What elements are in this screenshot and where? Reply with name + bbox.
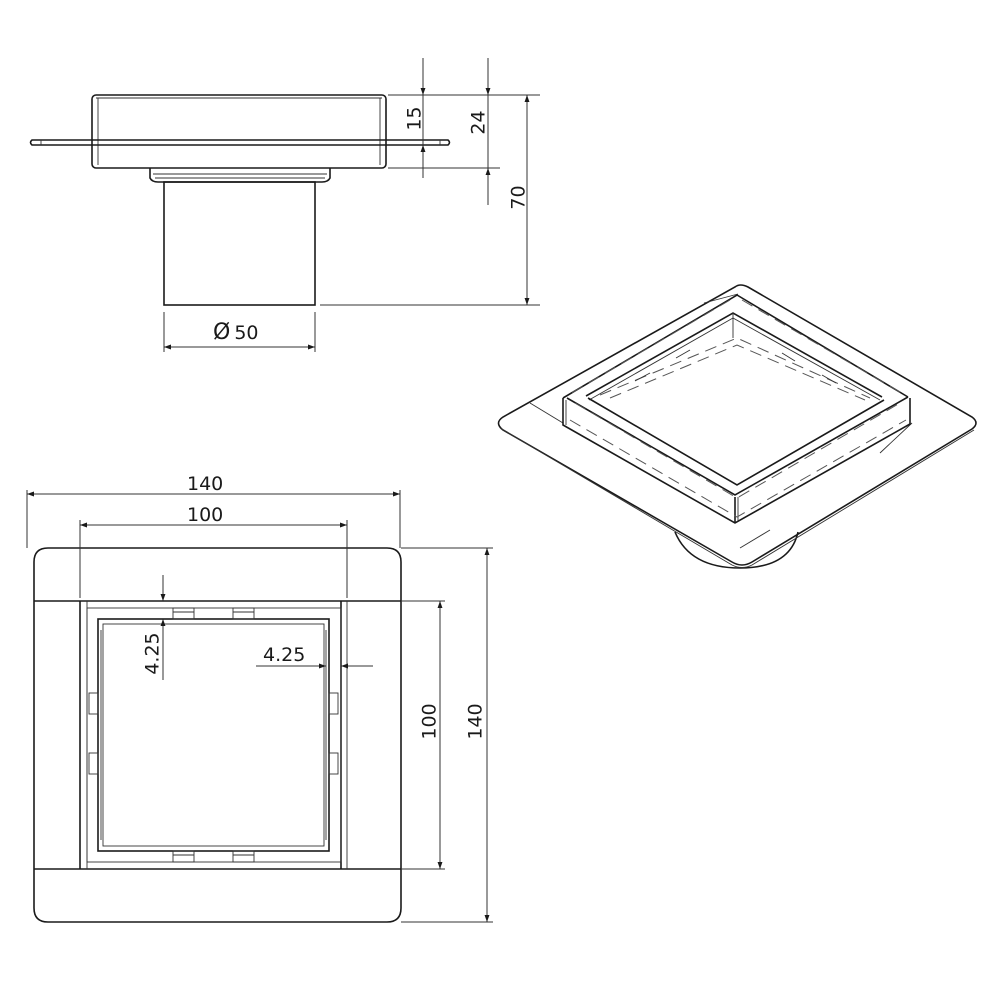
frame-body-outline <box>91 94 387 169</box>
iso-frame-wall <box>562 398 911 524</box>
side-view <box>29 58 540 352</box>
dim-label-frame-height: 15 <box>403 106 426 131</box>
top-grate-frame <box>97 618 330 852</box>
outlet-diameter-value: 50 <box>234 322 259 344</box>
dim-label-body-height: 24 <box>467 110 490 135</box>
isometric-view <box>497 284 977 569</box>
dim-label-inner-height: 100 <box>418 703 441 740</box>
iso-outlet-pipe <box>674 531 799 569</box>
outlet-collar <box>149 168 331 183</box>
diameter-symbol-icon: Ø <box>213 320 231 345</box>
dim-label-gap-side: 4.25 <box>263 644 306 666</box>
outlet-pipe <box>163 181 316 306</box>
top-view <box>26 490 493 923</box>
dim-label-total-height: 70 <box>507 185 530 210</box>
dim-label-gap-top: 4.25 <box>141 632 164 675</box>
iso-flange-plate <box>497 284 977 566</box>
dim-label-inner-width: 100 <box>187 504 224 526</box>
flange-plate <box>29 139 451 146</box>
iso-grate-frame <box>587 397 885 486</box>
top-outer-plate <box>33 547 402 923</box>
dim-label-outer-height: 140 <box>464 703 487 740</box>
dim-label-outer-width: 140 <box>187 473 224 495</box>
